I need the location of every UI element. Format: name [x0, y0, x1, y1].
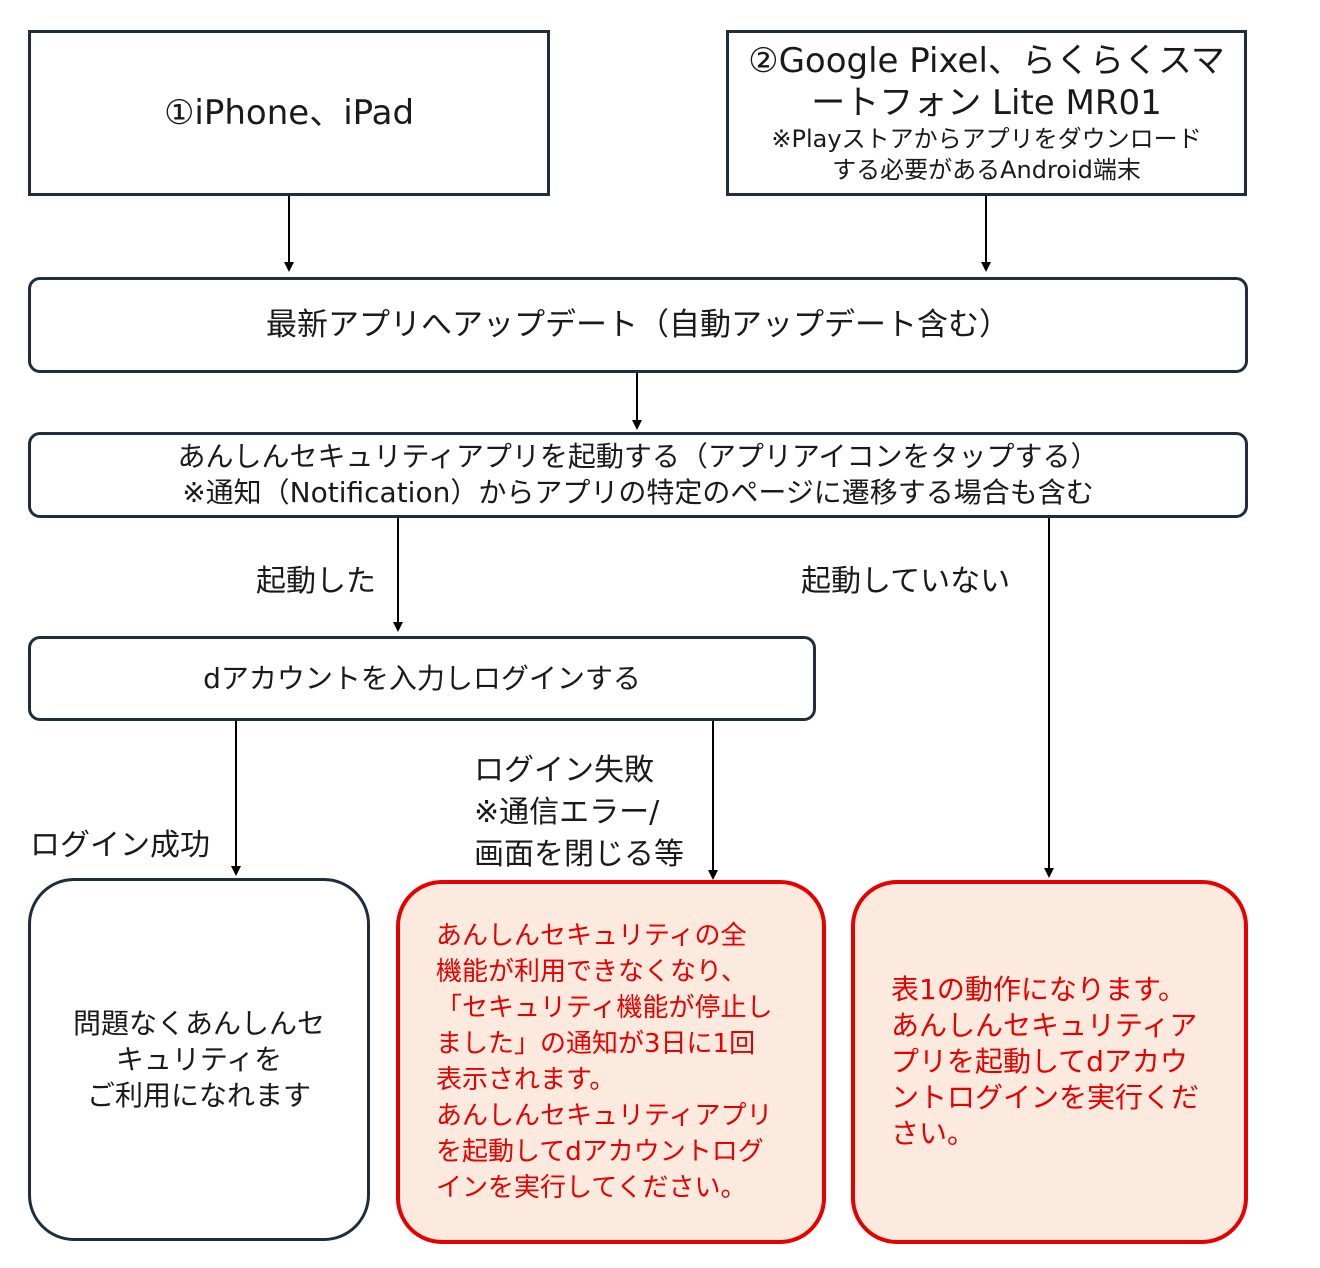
failure-line-3: 「セキュリティ機能が停止し: [436, 993, 773, 1023]
label-login-failure-3: 画面を閉じる等: [474, 837, 684, 872]
failure-line-7: を起動してdアカウントログ: [436, 1137, 764, 1167]
failure-line-1: あんしんセキュリティの全: [436, 921, 747, 951]
label-not-launched: 起動していない: [801, 564, 1011, 599]
label-login-failure-2: ※通信エラー/: [474, 795, 660, 830]
not-launched-line-3: プリを起動してdアカウ: [891, 1045, 1188, 1078]
launch-line-2: ※通知（Notification）からアプリの特定のページに遷移する場合も含む: [182, 476, 1094, 509]
box-app-update-label: 最新アプリへアップデート（自動アップデート含む）: [266, 307, 1010, 343]
failure-line-4: ました」の通知が3日に1回: [436, 1029, 756, 1059]
box-iphone-ipad: ①iPhone、iPad: [28, 30, 550, 196]
android-title-line-1: ②Google Pixel、らくらくスマ: [748, 41, 1225, 81]
failure-line-2: 機能が利用できなくなり、: [436, 957, 747, 987]
not-launched-line-4: ントログインを実行くだ: [891, 1081, 1200, 1114]
box-android-devices: ②Google Pixel、らくらくスマ ートフォン Lite MR01 ※Pl…: [726, 30, 1247, 196]
box-iphone-ipad-label: ①iPhone、iPad: [163, 93, 415, 133]
android-note-line-2: する必要があるAndroid端末: [832, 156, 1141, 184]
launch-line-1: あんしんセキュリティアプリを起動する（アプリアイコンをタップする）: [177, 440, 1099, 473]
failure-line-5: 表示されます。: [436, 1065, 616, 1095]
box-not-launched-outcome: 表1の動作になります。 あんしんセキュリティア プリを起動してdアカウ ントログ…: [851, 880, 1248, 1244]
failure-line-6: あんしんセキュリティアプリ: [436, 1101, 773, 1131]
not-launched-line-2: あんしんセキュリティア: [891, 1009, 1198, 1042]
box-d-account-login: dアカウントを入力しログインする: [28, 636, 816, 721]
label-login-failure-1: ログイン失敗: [474, 753, 654, 788]
failure-line-8: インを実行してください。: [436, 1173, 747, 1203]
box-app-update: 最新アプリへアップデート（自動アップデート含む）: [28, 277, 1248, 373]
success-line-3: ご利用になれます: [86, 1078, 311, 1112]
android-note-line-1: ※Playストアからアプリをダウンロード: [771, 125, 1202, 153]
box-failure-outcome: あんしんセキュリティの全 機能が利用できなくなり、 「セキュリティ機能が停止し …: [396, 880, 826, 1244]
box-launch-app: あんしんセキュリティアプリを起動する（アプリアイコンをタップする） ※通知（No…: [28, 432, 1248, 518]
android-title-line-2: ートフォン Lite MR01: [811, 83, 1162, 123]
box-d-account-login-label: dアカウントを入力しログインする: [203, 661, 641, 695]
label-launched: 起動した: [256, 564, 376, 599]
success-line-2: キュリティを: [115, 1042, 283, 1076]
label-login-success: ログイン成功: [30, 828, 210, 863]
not-launched-line-5: さい。: [891, 1117, 976, 1150]
success-line-1: 問題なくあんしんセ: [72, 1006, 325, 1040]
not-launched-line-1: 表1の動作になります。: [891, 973, 1187, 1006]
box-success-outcome: 問題なくあんしんセ キュリティを ご利用になれます: [28, 878, 370, 1241]
